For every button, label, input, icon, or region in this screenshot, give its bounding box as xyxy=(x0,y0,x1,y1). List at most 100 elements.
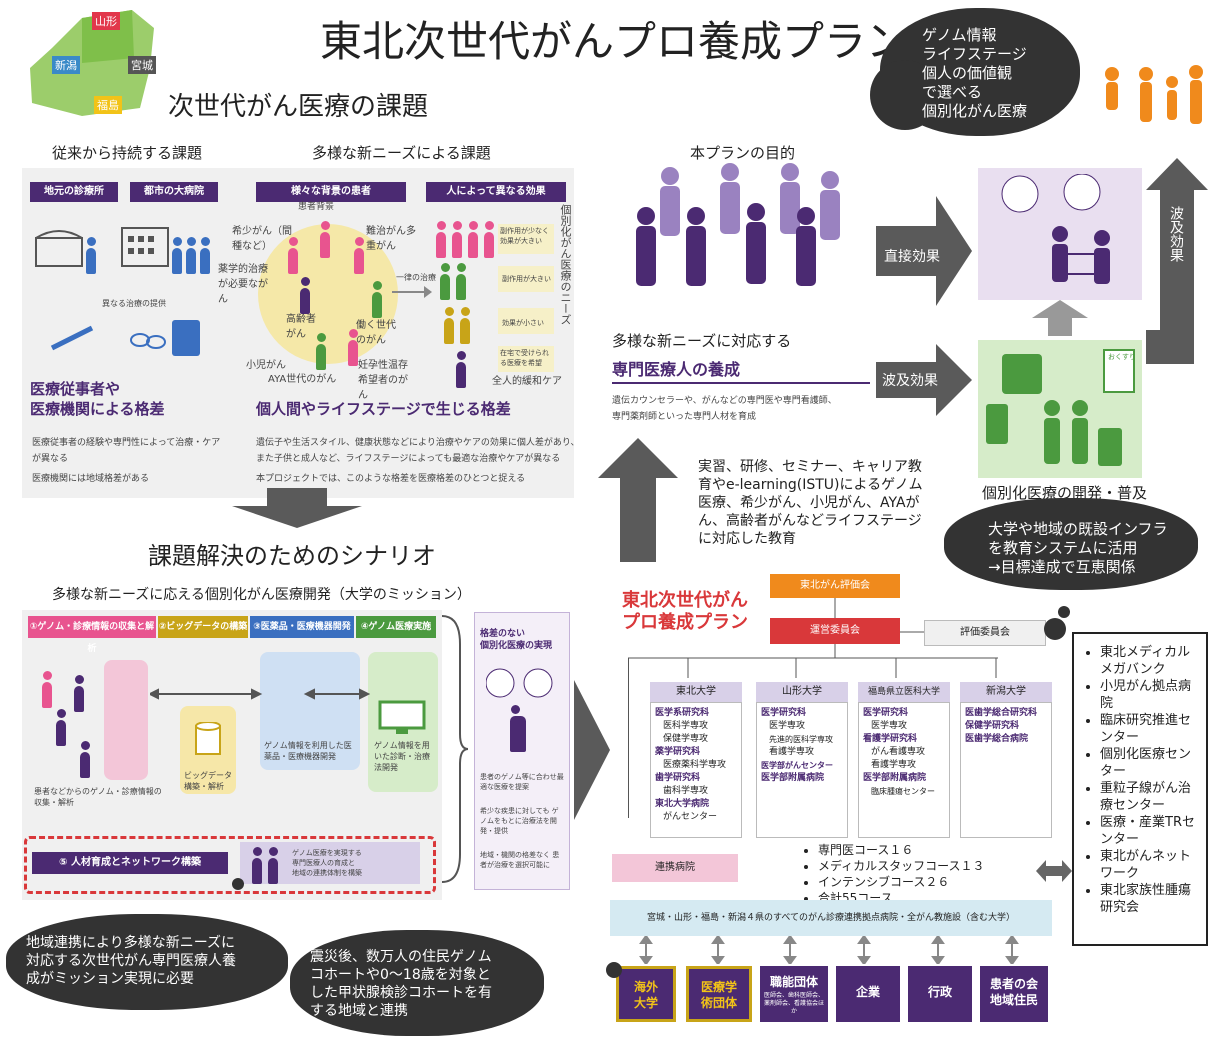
page-title: 東北次世代がんプロ養成プラン xyxy=(320,17,909,66)
uni-item: 東北大学病院 xyxy=(655,799,710,809)
map-label-yamagata: 山形 xyxy=(92,12,120,30)
goal-cloud-line: で選べる xyxy=(922,83,983,101)
goal-title-line: 格差のない xyxy=(480,629,526,639)
infra-cloud-line: 大学や地域の既設インフラ xyxy=(988,520,1168,538)
cohort-cloud-line: した甲状腺検診コホートを有 xyxy=(310,985,492,1001)
direct-effect-label: 直接効果 xyxy=(884,249,940,265)
goal-item-1: 患者のゲノム等に合わせ最適な医療を提案 xyxy=(480,773,564,791)
clinic-icon xyxy=(34,228,84,268)
org-top-box: 東北がん評価会 xyxy=(770,574,900,598)
education-line: 実習、研修、セミナー、キャリア教 xyxy=(698,459,922,475)
doctor-figure xyxy=(172,237,182,274)
vertical-needs-label: 個別化がん医療のニーズ xyxy=(559,204,572,325)
partner-government: 行政 xyxy=(908,966,972,1022)
institution-item: 個別化医療センター xyxy=(1100,746,1202,780)
scenario-title: 課題解決のためのシナリオ xyxy=(148,542,436,570)
purpose-title: 本プランの目的 xyxy=(690,144,796,162)
effect-figure xyxy=(452,221,462,258)
uni-item: がん看護専攻 xyxy=(871,747,926,757)
ripple-vertical-label: 波及効果 xyxy=(1168,206,1184,262)
professionals-group xyxy=(630,160,850,290)
org-committee-box: 運営委員会 xyxy=(770,618,900,644)
scenario-label-4: ゲノム情報を用いた診断・治療法開発 xyxy=(374,741,430,772)
patient-figure xyxy=(320,221,330,258)
effect-figure xyxy=(444,307,454,344)
course-item: インテンシブコース２６ xyxy=(818,874,985,890)
patient-label-aya: AYA世代のがん xyxy=(268,374,337,385)
institution-item: 重粒子線がん治療センター xyxy=(1100,780,1202,814)
bubble-dot xyxy=(232,878,244,890)
effect-figure xyxy=(456,263,466,300)
uni-item: 歯学研究科 xyxy=(655,773,701,783)
partner-sub: 医師会、歯科医師会、薬剤師会、看護協会ほか xyxy=(763,992,824,1015)
org-connector xyxy=(627,598,1068,838)
education-line: に対応した教育 xyxy=(698,531,796,547)
org-title-line: プロ養成プラン xyxy=(622,612,748,633)
ripple-effect-arrow xyxy=(876,344,972,416)
effect-text-3: 効果が小さい xyxy=(502,319,544,327)
mid-desc-2: また子供と成人など、ライフステージによっても最適な治療やケアが異なる xyxy=(256,454,561,464)
uni-item: 医学専攻 xyxy=(769,721,806,731)
uni-header-tohoku: 東北大学 xyxy=(650,682,742,702)
patient-label-rare: 希少がん（間種など） xyxy=(232,226,292,252)
tab-genome-medicine: ④ゲノム医療実施 xyxy=(356,616,436,638)
left-caption: 異なる治療の提供 xyxy=(102,299,166,308)
up-gray-arrow xyxy=(1032,300,1088,336)
monitor-icon xyxy=(378,700,426,736)
purpose-desc-2: 専門薬剤師といった専門人材を育成 xyxy=(612,412,757,422)
uni-item: 医学専攻 xyxy=(871,721,908,731)
patient-figure xyxy=(42,671,52,708)
patient-label-working: 働く世代のがん xyxy=(356,320,396,346)
ripple-up-arrow xyxy=(1146,158,1208,364)
institution-item: 東北家族性腫瘍研究会 xyxy=(1100,882,1202,916)
uni-item: 先進的医科学専攻 xyxy=(769,735,833,744)
dev-label: 個別化医療の開発・普及 xyxy=(982,484,1148,502)
up-arrow xyxy=(598,438,678,562)
database-icon xyxy=(194,721,222,758)
section-subtitle: 次世代がん医療の課題 xyxy=(168,92,429,122)
uni-header-fukushima: 福島県立医科大学 xyxy=(858,682,950,702)
scenario-label-3: ゲノム情報を利用した医薬品・医療機器開発 xyxy=(264,741,352,761)
effect-box xyxy=(498,224,554,254)
network-tab: ⑤ 人材育成とネットワーク構築 xyxy=(32,852,228,874)
uni-item: 歯科学専攻 xyxy=(663,786,709,796)
bubble-dot xyxy=(606,962,622,978)
goal-dna-icon xyxy=(485,666,556,700)
patient-label-palliative: 全人的緩和ケア xyxy=(492,376,562,387)
effect-box xyxy=(498,346,554,372)
purpose-line2: 専門医療人の養成 xyxy=(612,360,741,379)
mid-desc-1: 遺伝子や生活スタイル、健康状態などにより治療やケアの効果に個人差があり、 xyxy=(256,438,580,448)
mission-cloud-line: 成がミッション実現に必要 xyxy=(26,971,194,987)
patient-label-child: 小児がん xyxy=(246,360,286,371)
partner-label: 海外大学 xyxy=(633,980,658,1010)
infra-cloud-line: を教育システムに活用 xyxy=(988,539,1138,557)
uni-box-niigata: 医歯学総合研究科 保健学研究科 医歯学総合病院 xyxy=(960,702,1052,838)
drug-dev-card xyxy=(260,652,360,770)
course-item: 専門医コース１６ xyxy=(818,842,985,858)
patient-figure xyxy=(300,277,310,314)
brace xyxy=(440,614,470,884)
left-heading-1: 医療従事者や xyxy=(30,380,121,398)
mid-heading: 個人間やライフステージで生じる格差 xyxy=(256,400,511,418)
uni-item: 医科学専攻 xyxy=(663,721,709,731)
medical-device-icon xyxy=(172,320,200,356)
org-vertical-line xyxy=(628,658,629,818)
infra-cloud-line: →目標達成で互恵関係 xyxy=(988,558,1136,576)
uni-item: 保健学研究科 xyxy=(965,721,1020,731)
uni-item: 保健学専攻 xyxy=(663,734,709,744)
goal-cloud-text: ゲノム情報 ライフステージ 個人の価値観 で選べる 個別化がん医療 xyxy=(922,26,1072,121)
arrow-label: 一律の治療 xyxy=(396,273,436,282)
uni-item: 医学研究科 xyxy=(761,708,807,718)
institution-item: 東北メディカルメガバンク xyxy=(1100,644,1202,678)
institution-item: 小児がん拠点病院 xyxy=(1100,678,1202,712)
uni-header-niigata: 新潟大学 xyxy=(960,682,1052,702)
uniform-treatment-arrow xyxy=(392,284,432,298)
double-arrows xyxy=(610,934,1052,966)
uni-box-yamagata: 医学研究科 医学専攻 先進的医科学専攻 看護学専攻 医学部がんセンター 医学部附… xyxy=(756,702,848,838)
goal-title-line: 個別化医療の実現 xyxy=(480,641,553,651)
goal-cloud-line: ゲノム情報 xyxy=(922,26,997,44)
effect-box xyxy=(498,308,554,334)
map-label-niigata: 新潟 xyxy=(52,56,80,74)
education-line: 医療、希少がん、小児がん、AYAが xyxy=(698,495,920,511)
patient-label-pharma: 薬学的治療が必要ながん xyxy=(218,264,268,305)
